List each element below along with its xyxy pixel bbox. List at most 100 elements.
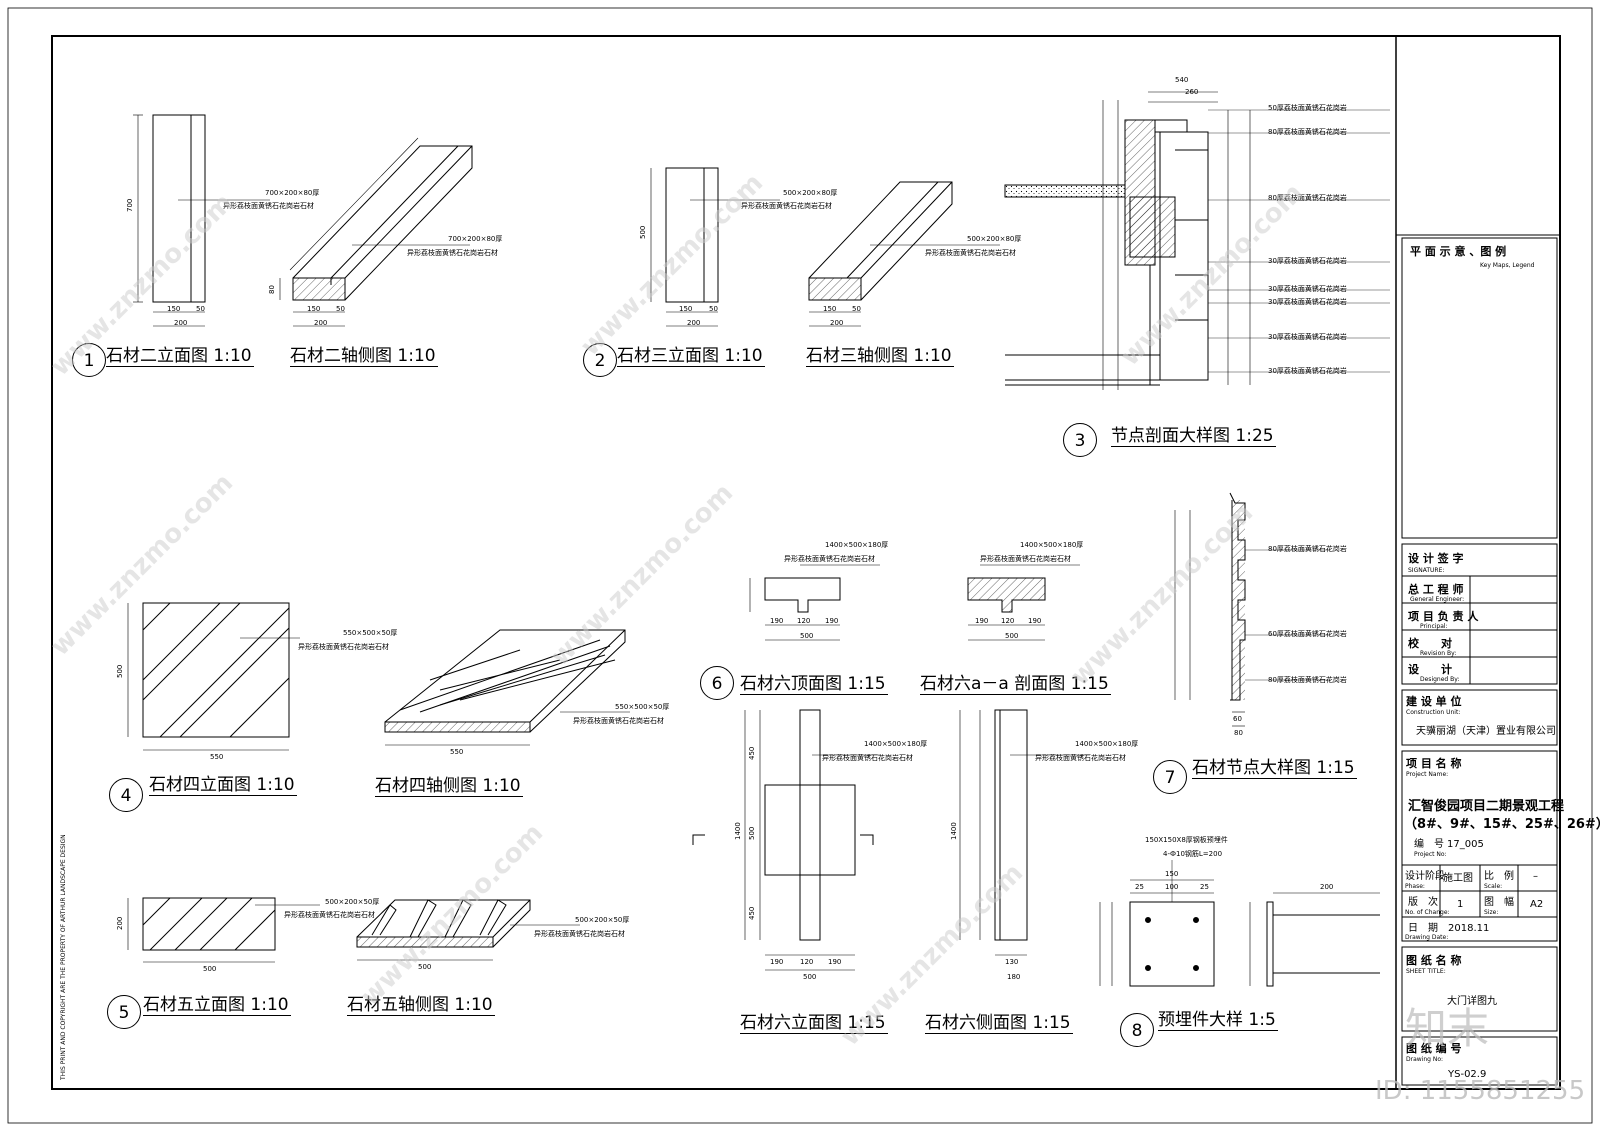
stage-label: 设计阶段 [1405, 871, 1445, 882]
drawing-number: 1 [72, 343, 106, 377]
stone3-axonometric [808, 181, 1000, 327]
signature-subtitle: SIGNATURE: [1408, 567, 1445, 574]
drawing-title: 石材六侧面图 1:15 [925, 1013, 1073, 1034]
dimension: 500 [1005, 632, 1019, 640]
drawing-title: 石材四立面图 1:10 [149, 775, 297, 796]
dimension: 120 [800, 958, 814, 966]
dimension: 500 [116, 664, 124, 678]
size-label: 1400×500×180厚 [864, 740, 928, 748]
stone6-side-view [959, 709, 1090, 956]
project-name-line2: （8#、9#、15#、25#、26#） [1404, 817, 1600, 832]
scale-label: 比 例 [1484, 871, 1514, 882]
title-block-grid [1401, 237, 1558, 1086]
dimension: 150 [679, 305, 693, 313]
dimension: 80 [268, 285, 276, 294]
material-label: 异形荔枝面黄锈石花岗岩石材 [1035, 754, 1126, 762]
date-en: Drawing Date: [1405, 934, 1449, 941]
drawing-title: 预埋件大样 1:5 [1158, 1010, 1278, 1031]
drawing-number: 2 [583, 343, 617, 377]
drawing-title: 石材三立面图 1:10 [617, 346, 765, 367]
dimension: 50 [852, 305, 861, 313]
stone6-elevation [692, 709, 880, 971]
stone5-axonometric [356, 899, 580, 961]
stage-en: Phase: [1405, 883, 1425, 890]
dimension: 500 [418, 963, 432, 971]
layer-label: 30厚荔枝面黄锈石花岗岩 [1268, 298, 1347, 306]
size-label: 550×500×50厚 [615, 703, 670, 711]
principal-label: 项 目 负 责 人 [1408, 610, 1479, 623]
sheet-number-label: 图 纸 编 号 [1406, 1042, 1462, 1055]
size-label: 500×200×80厚 [783, 189, 838, 197]
signature-title: 设 计 签 字 [1408, 552, 1464, 565]
watermark-logo: 知末 [1405, 1004, 1490, 1053]
dimension: 180 [1007, 973, 1021, 981]
chief-engineer-label: 总 工 程 师 [1408, 583, 1464, 596]
drawing-title: 石材六a－a 剖面图 1:15 [920, 674, 1111, 695]
scale-value: – [1533, 871, 1538, 882]
size-label: 500×200×80厚 [967, 235, 1022, 243]
material-label: 异形荔枝面黄锈石花岗岩石材 [298, 643, 389, 651]
material-label: 异形荔枝面黄锈石花岗岩石材 [284, 911, 375, 919]
dimension: 500 [748, 826, 756, 840]
dimension: 550 [450, 748, 464, 756]
date-label: 日 期 [1408, 923, 1438, 934]
dimension: 260 [1185, 88, 1199, 96]
dimension: 190 [825, 617, 839, 625]
size-label: 700×200×80厚 [448, 235, 503, 243]
dimension: 120 [797, 617, 811, 625]
drawing-title: 石材六顶面图 1:15 [740, 674, 888, 695]
dimension: 1400 [734, 822, 742, 840]
layer-label: 80厚荔枝面黄锈石花岗岩 [1268, 194, 1347, 202]
layer-label: 30厚荔枝面黄锈石花岗岩 [1268, 367, 1347, 375]
layer-label: 30厚荔枝面黄锈石花岗岩 [1268, 285, 1347, 293]
designed-label: 设 计 [1408, 663, 1452, 676]
node-section-detail [1004, 91, 1390, 390]
dimension: 500 [203, 965, 217, 973]
dimension: 190 [1028, 617, 1042, 625]
material-label: 异形荔枝面黄锈石花岗岩石材 [925, 249, 1016, 257]
project-number-en: Project No: [1414, 851, 1447, 858]
dimension: 1400 [950, 822, 958, 840]
version-en: No. of Change: [1405, 909, 1450, 916]
dimension: 190 [975, 617, 989, 625]
project-name-label: 项 目 名 称 [1406, 757, 1462, 770]
drawing-number: 4 [109, 778, 143, 812]
stone3-elevation [650, 167, 780, 327]
size-label: 图 幅 [1484, 897, 1514, 908]
dimension: 500 [803, 973, 817, 981]
dimension: 150 [307, 305, 321, 313]
drawing-number: 6 [700, 666, 734, 700]
chief-engineer-en: General Engineer: [1410, 596, 1465, 603]
stone4-elevation [127, 602, 300, 751]
drawing-number: 8 [1120, 1013, 1154, 1047]
drawing-number: 7 [1153, 760, 1187, 794]
dimension: 150 [167, 305, 181, 313]
size-label: 1400×500×180厚 [825, 541, 889, 549]
size-label: 500×200×50厚 [325, 898, 380, 906]
layer-label: 50厚荔枝面黄锈石花岗岩 [1268, 104, 1347, 112]
sheet-title-label: 图 纸 名 称 [1406, 954, 1462, 967]
dimension: 190 [770, 958, 784, 966]
drawing-border [51, 35, 1561, 1090]
version-label: 版 次 [1408, 897, 1438, 908]
embed-rebar-label: 4-Ф10钢筋L=200 [1163, 850, 1223, 858]
dimension: 80 [1234, 729, 1243, 737]
drawing-number: 3 [1063, 423, 1097, 457]
drawing-title: 石材四轴侧图 1:10 [375, 776, 523, 797]
material-label: 异形荔枝面黄锈石花岗岩石材 [223, 202, 314, 210]
stone6-top-view [749, 564, 880, 641]
dimension: 200 [1320, 883, 1334, 891]
project-name-line1: 汇智俊园项目二期景观工程 [1408, 799, 1565, 814]
dimension: 25 [1200, 883, 1209, 891]
scale-en: Scale: [1484, 883, 1503, 890]
embed-plate-label: 150X150X8厚钢板预埋件 [1145, 836, 1228, 844]
key-plan-subtitle: Key Maps, Legend [1480, 262, 1535, 269]
project-number-label: 编 号 [1414, 839, 1444, 850]
dimension: 120 [1001, 617, 1015, 625]
dimension: 60 [1233, 715, 1242, 723]
dimension: 150 [1165, 870, 1179, 878]
dimension: 500 [800, 632, 814, 640]
project-name-en: Project Name: [1406, 771, 1449, 778]
dimension: 200 [830, 319, 844, 327]
size-label: 1400×500×180厚 [1020, 541, 1084, 549]
